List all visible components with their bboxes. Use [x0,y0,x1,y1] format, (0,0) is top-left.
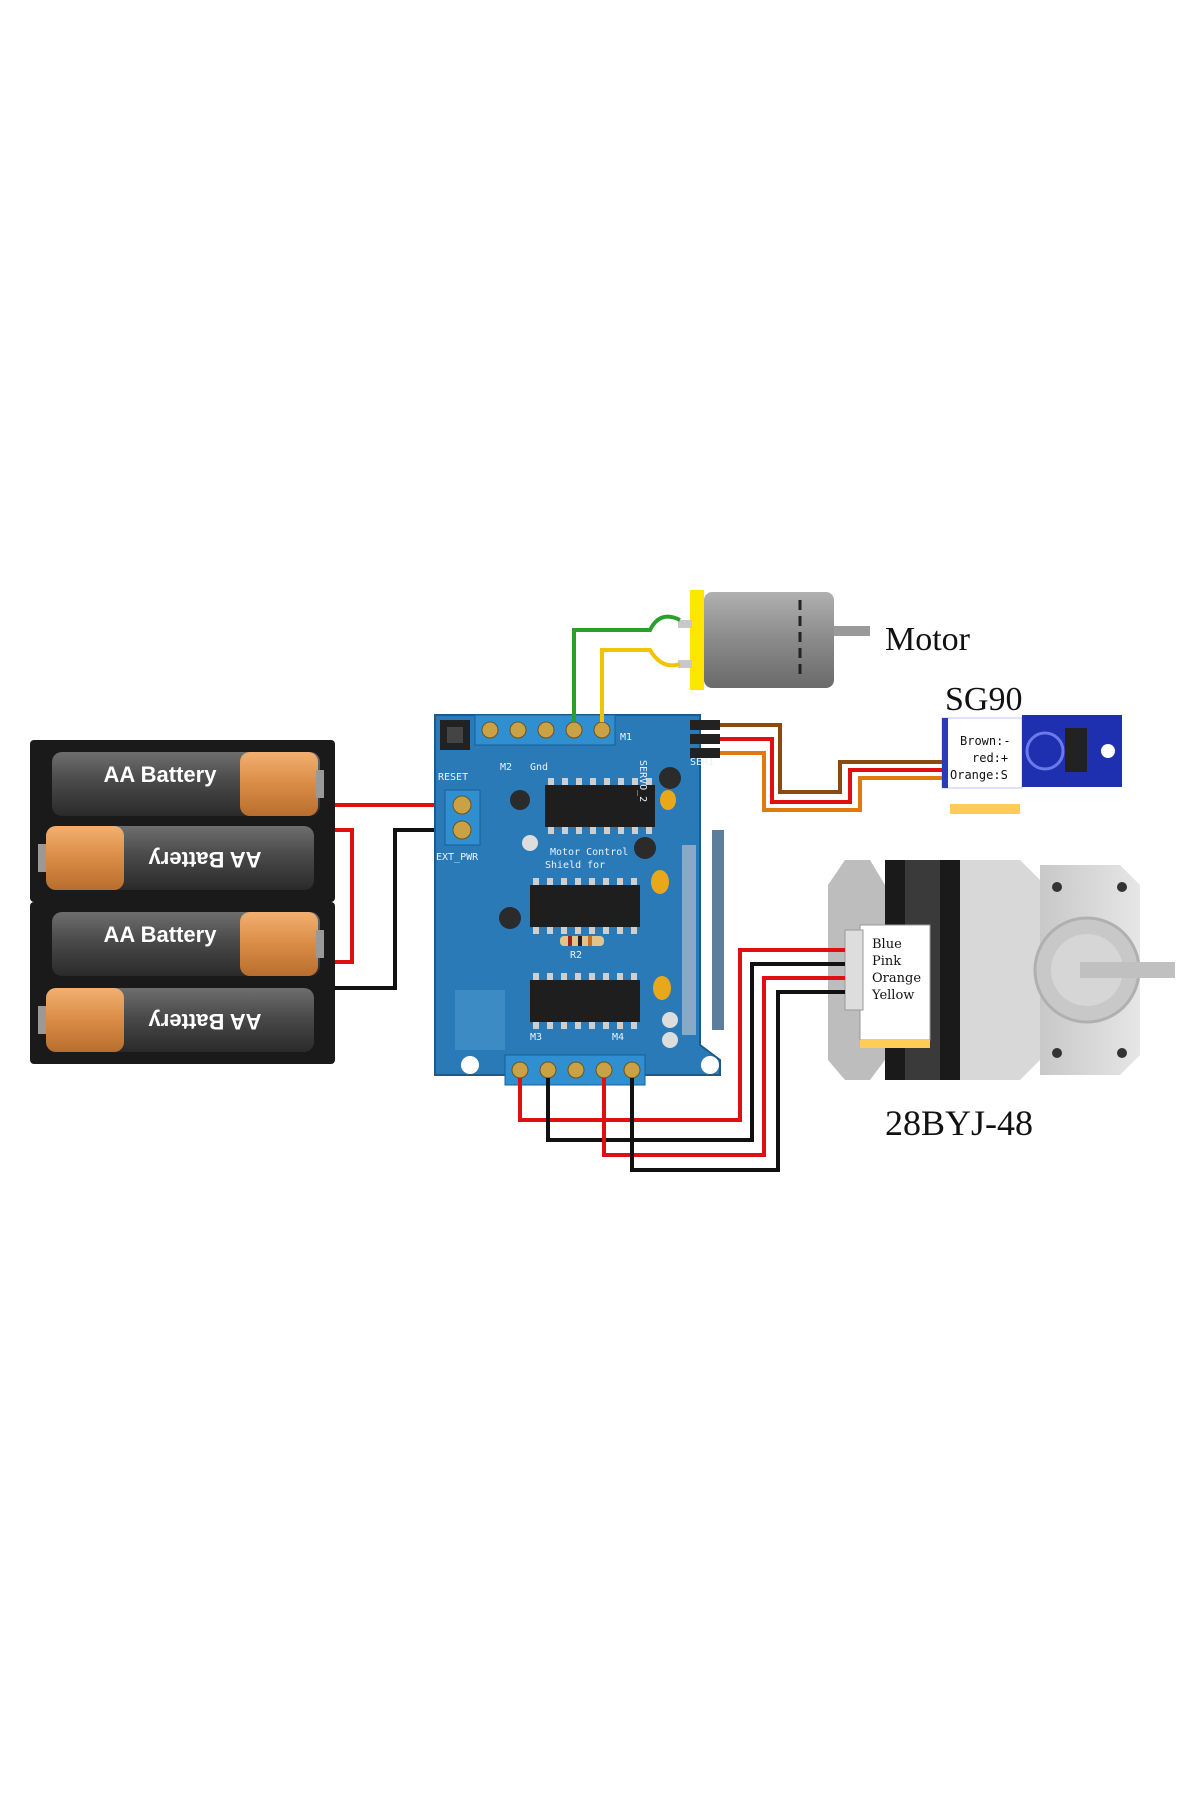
stepper-wires [518,948,845,1172]
motor-shield-board: RESET EXT_PWR Gnd M1 M2 M3 M4 SER1 SERVO… [434,714,724,1086]
motor-wires [572,614,681,722]
silk-servo2: SERVO_2 [637,760,648,802]
battery-label-3: AA Battery [104,922,218,947]
silk-r2: R2 [570,950,582,961]
servo-wire-red: red:+ [972,751,1008,765]
pin-grid [455,990,505,1050]
stepper-wire-orange: Orange [872,971,921,986]
header-pins-right [682,845,696,1035]
stepper-model-label: 28BYJ-48 [885,1103,1033,1143]
battery-cell-1: AA Battery [52,752,324,816]
stepper-wire-pink: Pink [872,954,901,969]
servo-header [690,720,720,758]
dc-motor: Motor [678,590,971,690]
dc-motor-label: Motor [885,621,971,658]
battery-cell-3: AA Battery [52,912,324,976]
silk-gnd: Gnd [530,762,548,773]
stepper-motor-28byj-48: Blue Pink Orange Yellow 28BYJ-48 [828,860,1175,1143]
battery-pack-top: AA Battery AA Battery [30,740,335,902]
silk-m2: M2 [500,762,512,773]
driver-chip-1 [545,778,655,834]
silk-reset: RESET [438,772,468,783]
servo-wires [720,723,942,812]
silk-ext-pwr: EXT_PWR [436,852,479,863]
battery-pack-bottom: AA Battery AA Battery [30,902,335,1064]
driver-chip-3 [530,973,640,1029]
servo-sg90: SG90 Brown:- red:+ Orange:S [941,681,1122,814]
silk-m4: M4 [612,1032,624,1043]
silk-shield-for: Shield for [545,860,605,871]
silk-m3: M3 [530,1032,542,1043]
battery-cell-4: AA Battery [38,988,314,1052]
servo-wire-orange: Orange:S [950,768,1008,782]
stepper-wire-yellow: Yellow [871,988,914,1003]
silk-m1: M1 [620,732,632,743]
silk-ser1: SER1 [690,757,714,768]
resistor-r2 [560,936,604,946]
battery-label-2: AA Battery [148,847,262,872]
battery-label-4: AA Battery [148,1009,262,1034]
capacitors [499,767,681,1048]
battery-cell-2: AA Battery [38,826,314,890]
servo-model-label: SG90 [945,681,1022,718]
stepper-wire-blue: Blue [872,937,902,952]
servo-wire-brown: Brown:- [960,734,1011,748]
driver-chip-2 [530,878,640,934]
battery-label-1: AA Battery [104,762,218,787]
silk-motor-control: Motor Control [550,847,628,858]
